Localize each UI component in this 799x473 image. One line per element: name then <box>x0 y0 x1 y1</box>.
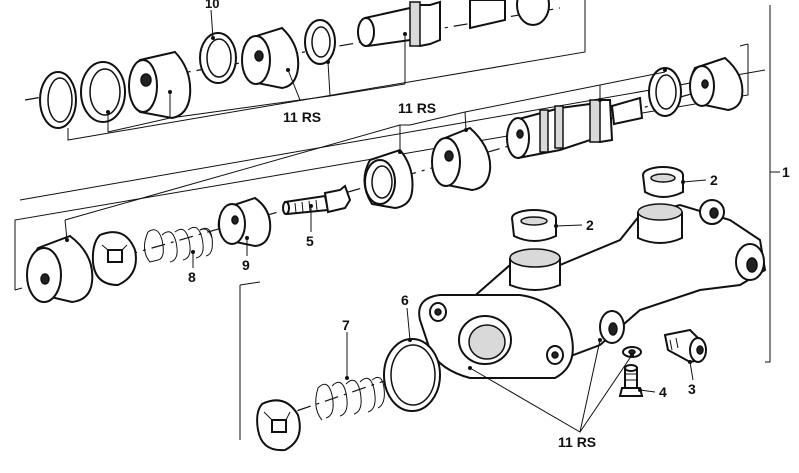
cup-seal-mid-2 <box>431 126 492 192</box>
group-leader-dots <box>65 32 692 392</box>
callout-10: 10 <box>205 0 219 11</box>
circlip-top <box>39 71 77 129</box>
seal-ring-10 <box>199 32 237 84</box>
bleed-screw-4 <box>618 364 644 397</box>
callout-11rs-bottom: 11 RS <box>558 434 596 450</box>
cylinder-housing <box>418 199 767 379</box>
cup-seal-mid-right <box>689 56 744 112</box>
spring-7 <box>315 376 385 421</box>
washer-top <box>80 61 126 123</box>
callout-8: 8 <box>188 269 196 285</box>
callout-7: 7 <box>342 317 350 333</box>
seal-ring-top-small <box>304 19 336 65</box>
callout-2-upper: 2 <box>710 172 718 188</box>
grommet-upper <box>642 166 684 198</box>
callout-3: 3 <box>688 381 696 397</box>
cup-seal-top-1 <box>128 50 192 120</box>
plug-3 <box>663 328 707 364</box>
spring-seat-washer-bottom <box>256 399 301 452</box>
cup-seal-mid-left <box>26 234 94 304</box>
spring-8 <box>144 226 213 263</box>
cup-seal-top-2 <box>241 26 300 90</box>
cup-seal-mid-rs <box>363 148 414 210</box>
group-housing <box>256 166 767 452</box>
callout-4: 4 <box>659 384 667 400</box>
callout-2-lower: 2 <box>586 217 594 233</box>
spring-seat-washer <box>91 231 137 287</box>
group-callout-labels: 10 11 RS 11 RS 1 2 2 8 9 5 6 7 3 4 11 RS <box>188 0 790 450</box>
callout-11rs-top: 11 RS <box>283 109 321 125</box>
callout-1: 1 <box>782 164 790 180</box>
callout-5: 5 <box>306 233 314 249</box>
group-middle-row <box>26 56 744 304</box>
bolt-5 <box>282 184 352 216</box>
piston-top <box>357 0 550 48</box>
cup-9 <box>217 196 272 248</box>
seal-ring-6 <box>383 338 441 412</box>
grommet-lower <box>511 209 557 242</box>
callout-11rs-mid: 11 RS <box>398 100 436 116</box>
group-top-row <box>39 0 550 129</box>
callout-6: 6 <box>401 292 409 308</box>
callout-9: 9 <box>242 257 250 273</box>
piston-mid <box>506 96 644 160</box>
seal-ring-mid-small <box>648 67 682 117</box>
